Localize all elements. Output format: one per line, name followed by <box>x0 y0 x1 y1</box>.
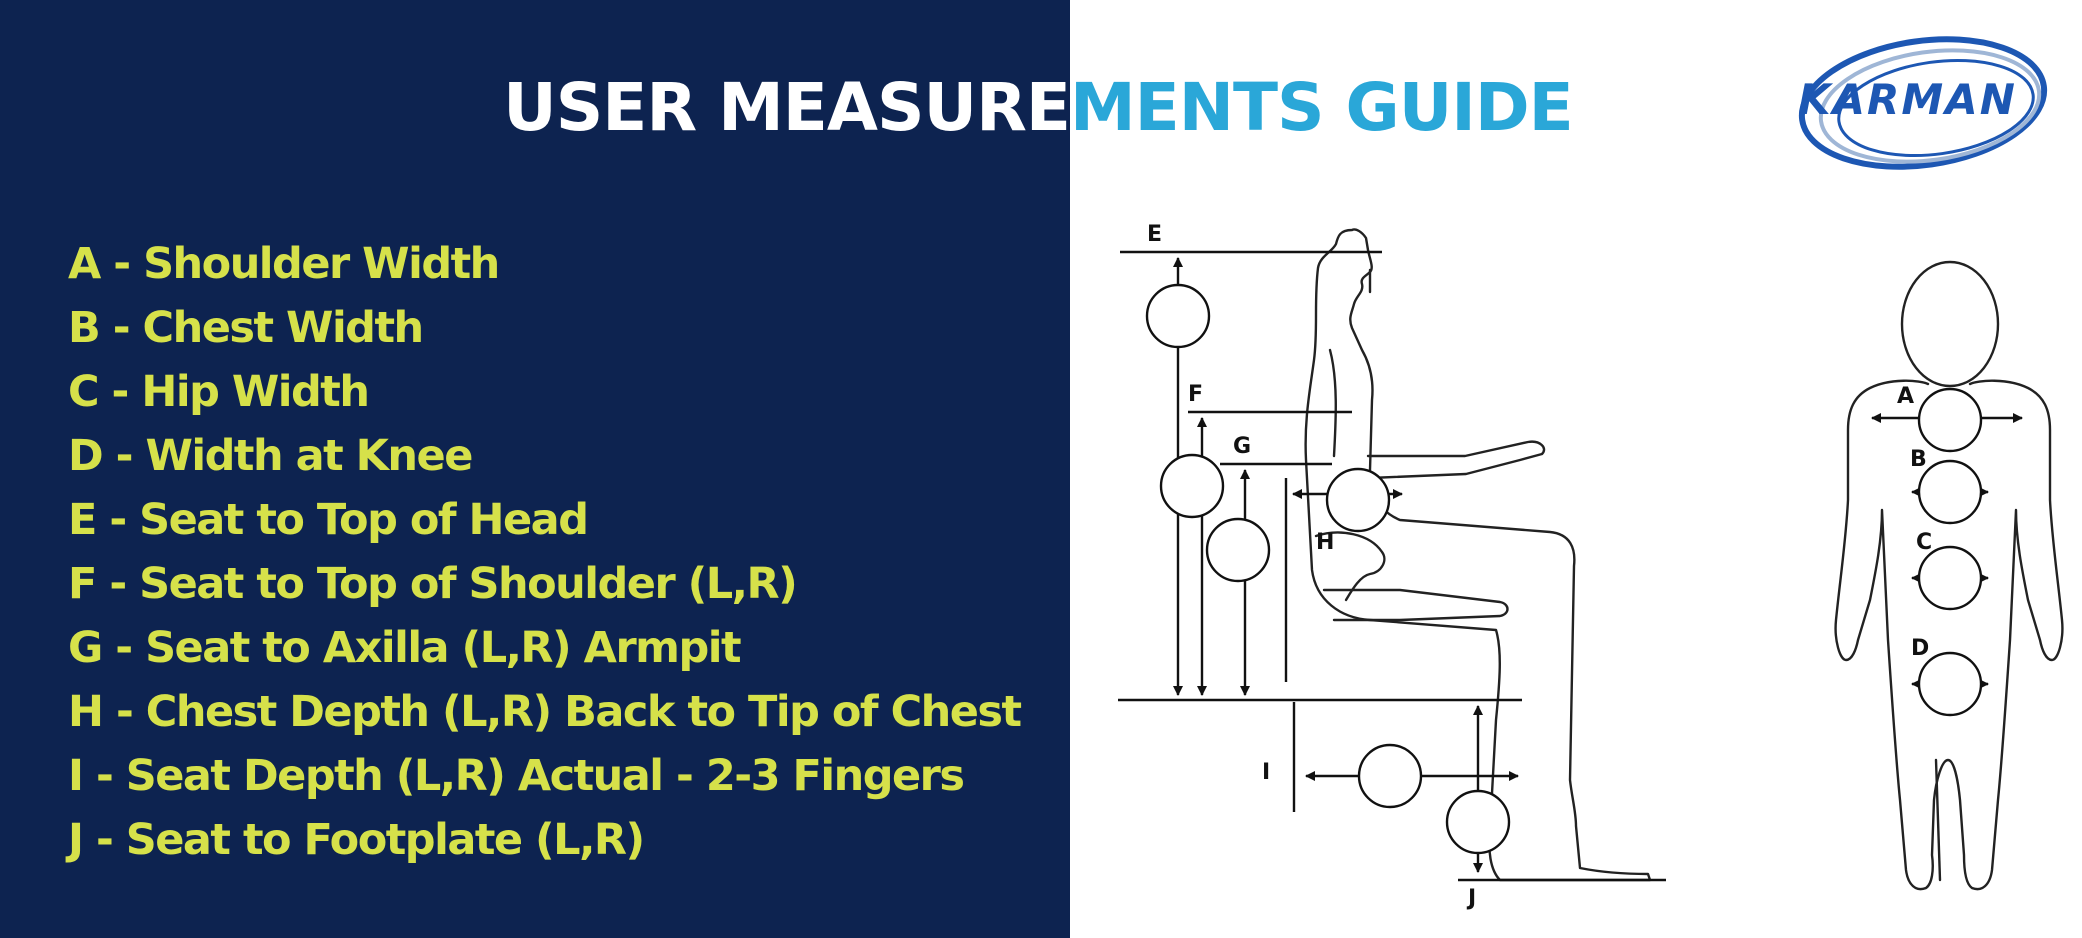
label-a: A <box>1897 384 1915 409</box>
label-i: I <box>1262 760 1271 785</box>
left-panel <box>0 0 1070 938</box>
label-f: F <box>1188 382 1204 407</box>
label-g: G <box>1233 434 1252 459</box>
legend-item-b: B - Chest Width <box>68 303 424 353</box>
legend-item-i: I - Seat Depth (L,R) Actual - 2-3 Finger… <box>68 751 965 801</box>
seated-figure <box>1304 228 1652 882</box>
legend-item-j: J - Seat to Footplate (L,R) <box>68 815 645 865</box>
title-part-white: USER MEASURE <box>503 69 1071 146</box>
measurement-diagram <box>1118 228 2064 891</box>
karman-logo-swoosh <box>1798 36 2048 170</box>
legend-item-f: F - Seat to Top of Shoulder (L,R) <box>68 559 798 609</box>
measurement-legend: A - Shoulder Width B - Chest Width C - H… <box>68 232 1022 872</box>
legend-item-d: D - Width at Knee <box>68 431 473 481</box>
legend-item-c: C - Hip Width <box>68 367 370 417</box>
label-j: J <box>1468 886 1477 911</box>
label-c: C <box>1916 530 1933 555</box>
standing-measure-circles <box>1917 387 1983 717</box>
standing-figure <box>1834 260 2064 891</box>
legend-item-h: H - Chest Depth (L,R) Back to Tip of Che… <box>68 687 1022 737</box>
logo-text: KARMAN <box>1798 75 2017 124</box>
legend-item-g: G - Seat to Axilla (L,R) Armpit <box>68 623 742 673</box>
seated-measure-circles <box>1145 283 1511 855</box>
label-e: E <box>1147 222 1163 247</box>
legend-item-a: A - Shoulder Width <box>68 239 500 289</box>
label-d: D <box>1911 636 1930 661</box>
label-h: H <box>1316 530 1335 555</box>
title-part-blue: MENTS GUIDE <box>1070 69 1574 146</box>
legend-item-e: E - Seat to Top of Head <box>68 495 589 545</box>
page-title: USER MEASURE MENTS GUIDE <box>0 48 2082 168</box>
label-b: B <box>1910 447 1927 472</box>
